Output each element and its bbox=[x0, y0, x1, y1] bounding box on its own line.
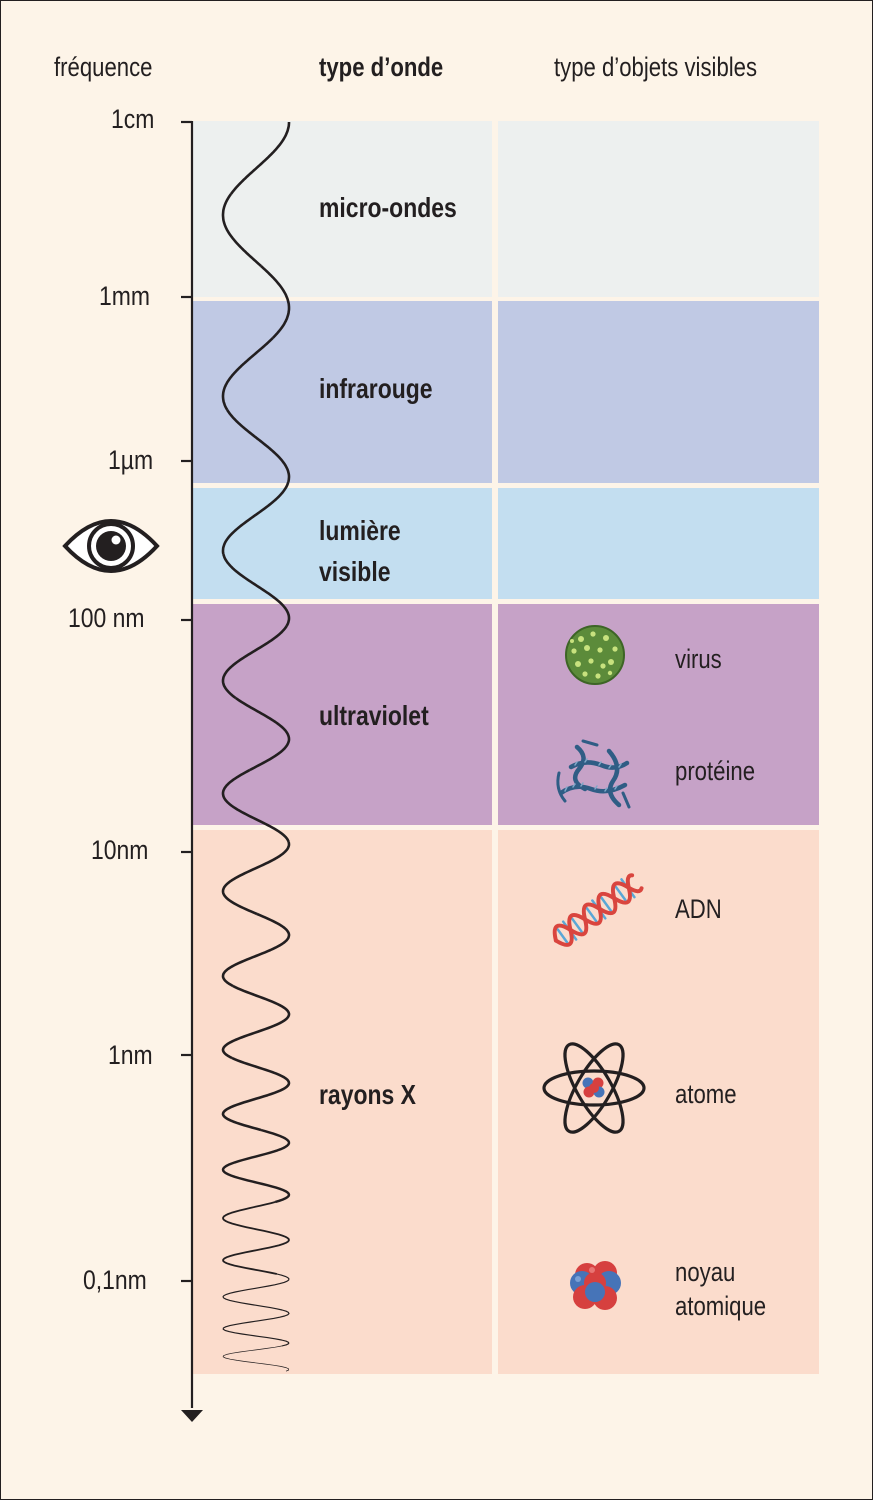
label-microwave: micro-ondes bbox=[319, 192, 457, 223]
wave-segment bbox=[222, 1345, 290, 1372]
band-ultraviolet-wave bbox=[193, 604, 492, 825]
atom-icon bbox=[542, 1042, 646, 1134]
tick-label-1mm: 1mm bbox=[99, 281, 150, 311]
wave-segment bbox=[221, 841, 291, 916]
wave-segment bbox=[226, 409, 291, 483]
wave-segment bbox=[221, 984, 291, 1060]
object-label-protein: protéine bbox=[675, 756, 756, 786]
nucleus-icon bbox=[570, 1261, 621, 1310]
wave-line bbox=[221, 121, 291, 1372]
band-infrared-objects bbox=[498, 301, 819, 483]
wave-segment bbox=[260, 265, 291, 339]
tick-label-1nm: 1nm bbox=[108, 1040, 153, 1070]
wave-segment bbox=[222, 553, 291, 627]
band-infrared-wave bbox=[193, 301, 492, 483]
wave-segment bbox=[221, 1056, 291, 1132]
wave-segment bbox=[222, 1273, 290, 1347]
eye-icon bbox=[62, 519, 160, 573]
object-label-atom: atome bbox=[675, 1079, 737, 1109]
wave-segment bbox=[221, 481, 290, 555]
wave-segment bbox=[229, 121, 291, 195]
visible-objects-header: type d’objets visibles bbox=[554, 52, 758, 82]
wave-segment bbox=[222, 1201, 290, 1275]
tick-label-1cm: 1cm bbox=[111, 104, 155, 134]
axis-arrowhead bbox=[181, 1410, 203, 1422]
label-visible-line1: lumière bbox=[319, 515, 401, 546]
band-microwave-wave bbox=[193, 121, 492, 297]
wave-segment bbox=[221, 625, 288, 700]
object-label-dna: ADN bbox=[675, 894, 722, 924]
label-infrared: infrarouge bbox=[319, 373, 433, 404]
dna-icon bbox=[552, 873, 644, 947]
scale-axis bbox=[181, 120, 194, 1408]
virus-icon bbox=[565, 625, 625, 685]
frequency-header: fréquence bbox=[54, 52, 153, 82]
label-ultraviolet: ultraviolet bbox=[319, 700, 429, 731]
object-label-nucleus-line1: noyau bbox=[675, 1257, 736, 1287]
protein-icon bbox=[556, 739, 631, 809]
band-visible-wave bbox=[193, 488, 492, 599]
wave-segment bbox=[221, 1128, 291, 1204]
wave-segment bbox=[234, 696, 291, 772]
tick-label-1um: 1µm bbox=[108, 445, 154, 475]
band-ultraviolet-objects bbox=[498, 604, 819, 825]
wave-segment bbox=[221, 337, 274, 411]
wave-segment bbox=[221, 768, 290, 843]
label-xray: rayons X bbox=[319, 1079, 416, 1110]
tick-label-10nm: 10nm bbox=[91, 835, 149, 865]
object-label-nucleus-line2: atomique bbox=[675, 1291, 767, 1321]
band-xray-objects bbox=[498, 830, 819, 1374]
wave-type-header: type d’onde bbox=[319, 52, 444, 82]
tick-label-0-1nm: 0,1nm bbox=[83, 1265, 147, 1295]
wave-segment bbox=[221, 193, 262, 267]
label-visible-line2: visible bbox=[319, 556, 391, 587]
tick-label-100nm: 100 nm bbox=[68, 603, 145, 633]
wave-segment bbox=[221, 912, 291, 988]
object-label-virus: virus bbox=[675, 644, 722, 674]
band-microwave-objects bbox=[498, 121, 819, 297]
band-visible-objects bbox=[498, 488, 819, 599]
